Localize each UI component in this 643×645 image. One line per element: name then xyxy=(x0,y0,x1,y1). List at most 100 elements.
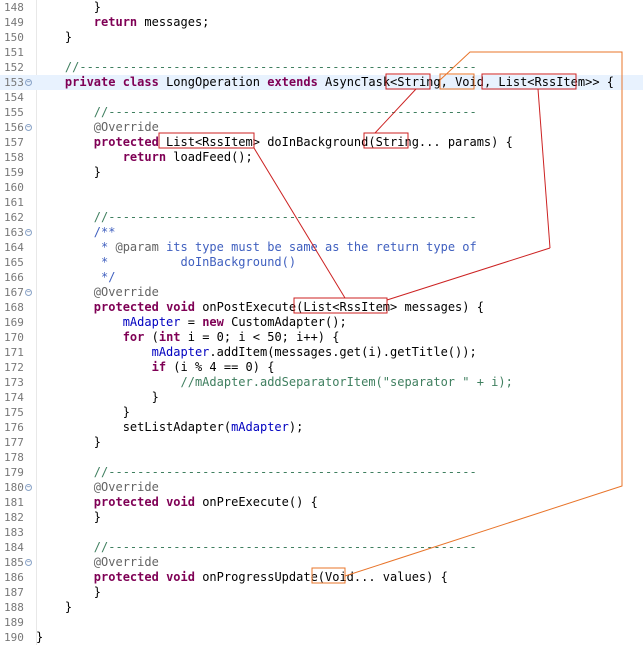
code-token xyxy=(36,120,94,134)
fold-toggle-icon[interactable]: − xyxy=(25,228,32,236)
code-line[interactable]: 152 //----------------------------------… xyxy=(0,60,643,75)
code-line[interactable]: 189 xyxy=(0,615,643,630)
code-token: } xyxy=(36,30,73,44)
code-token xyxy=(36,360,152,374)
code-line[interactable]: 162 //----------------------------------… xyxy=(0,210,643,225)
code-line[interactable]: 156− @Override xyxy=(0,120,643,135)
fold-toggle-icon[interactable]: − xyxy=(25,78,32,86)
code-token xyxy=(36,555,94,569)
code-line[interactable]: 148 } xyxy=(0,0,643,15)
line-number: 155 xyxy=(4,106,24,119)
code-token: ( xyxy=(144,330,159,344)
fold-toggle-icon[interactable]: − xyxy=(25,483,32,491)
code-line[interactable]: 167− @Override xyxy=(0,285,643,300)
line-number: 179 xyxy=(4,466,24,479)
code-line[interactable]: 155 //----------------------------------… xyxy=(0,105,643,120)
fold-toggle-icon[interactable]: − xyxy=(25,558,32,566)
code-text: */ xyxy=(36,270,115,285)
code-token xyxy=(36,315,123,329)
code-text: } xyxy=(36,510,101,525)
code-token: extends xyxy=(267,75,318,89)
code-token: messages; xyxy=(137,15,210,29)
code-line[interactable]: 190} xyxy=(0,630,643,645)
code-token: mAdapter xyxy=(231,420,289,434)
code-token: List<RssItem> doInBackground(String... p… xyxy=(158,135,513,149)
code-token: CustomAdapter(); xyxy=(223,315,347,329)
line-number: 149 xyxy=(4,16,24,29)
code-text: if (i % 4 == 0) { xyxy=(36,360,275,375)
code-token: @Override xyxy=(93,120,159,134)
code-token: mAdapter xyxy=(151,345,210,359)
code-token: //--------------------------------------… xyxy=(36,210,477,224)
code-line[interactable]: 171 mAdapter.addItem(messages.get(i).get… xyxy=(0,345,643,360)
code-text: @Override xyxy=(36,285,159,300)
code-text: } xyxy=(36,405,130,420)
code-line[interactable]: 175 } xyxy=(0,405,643,420)
code-token: private xyxy=(64,75,116,89)
code-line[interactable]: 170 for (int i = 0; i < 50; i++) { xyxy=(0,330,643,345)
code-text: protected void onProgressUpdate(Void... … xyxy=(36,570,448,585)
code-line[interactable]: 183 xyxy=(0,525,643,540)
line-number: 159 xyxy=(4,166,24,179)
code-line[interactable]: 154 xyxy=(0,90,643,105)
code-line[interactable]: 153− private class LongOperation extends… xyxy=(0,75,643,90)
line-number: 154 xyxy=(4,91,24,104)
code-line[interactable]: 150 } xyxy=(0,30,643,45)
code-line[interactable]: 186 protected void onProgressUpdate(Void… xyxy=(0,570,643,585)
code-token xyxy=(36,300,94,314)
code-line[interactable]: 165 * doInBackground() xyxy=(0,255,643,270)
code-line[interactable]: 163− /** xyxy=(0,225,643,240)
code-line[interactable]: 159 } xyxy=(0,165,643,180)
code-line[interactable]: 161 xyxy=(0,195,643,210)
code-line[interactable]: 169 mAdapter = new CustomAdapter(); xyxy=(0,315,643,330)
code-line[interactable]: 160 xyxy=(0,180,643,195)
line-number: 168 xyxy=(4,301,24,314)
line-number: 187 xyxy=(4,586,24,599)
code-line[interactable]: 176 setListAdapter(mAdapter); xyxy=(0,420,643,435)
code-token: int xyxy=(158,330,181,344)
code-line[interactable]: 182 } xyxy=(0,510,643,525)
code-line[interactable]: 187 } xyxy=(0,585,643,600)
code-line[interactable]: 178 xyxy=(0,450,643,465)
code-line[interactable]: 166 */ xyxy=(0,270,643,285)
code-token xyxy=(36,150,123,164)
code-line[interactable]: 172 if (i % 4 == 0) { xyxy=(0,360,643,375)
code-line[interactable]: 157 protected List<RssItem> doInBackgrou… xyxy=(0,135,643,150)
fold-toggle-icon[interactable]: − xyxy=(25,288,32,296)
line-number: 158 xyxy=(4,151,24,164)
code-line[interactable]: 173 //mAdapter.addSeparatorItem("separat… xyxy=(0,375,643,390)
code-text: //--------------------------------------… xyxy=(36,60,477,75)
code-text: protected List<RssItem> doInBackground(S… xyxy=(36,135,513,150)
code-line[interactable]: 177 } xyxy=(0,435,643,450)
code-token: LongOperation xyxy=(158,75,268,89)
code-line[interactable]: 184 //----------------------------------… xyxy=(0,540,643,555)
code-line[interactable]: 174 } xyxy=(0,390,643,405)
code-text: } xyxy=(36,30,72,45)
line-number: 165 xyxy=(4,256,24,269)
code-line[interactable]: 158 return loadFeed(); xyxy=(0,150,643,165)
code-line[interactable]: 151 xyxy=(0,45,643,60)
line-number: 167 xyxy=(4,286,24,299)
code-line[interactable]: 188 } xyxy=(0,600,643,615)
code-line[interactable]: 179 //----------------------------------… xyxy=(0,465,643,480)
code-line[interactable]: 149 return messages; xyxy=(0,15,643,30)
code-line[interactable]: 180− @Override xyxy=(0,480,643,495)
code-token: for xyxy=(122,330,145,344)
line-number: 175 xyxy=(4,406,24,419)
code-token: * xyxy=(36,240,116,254)
code-token: //mAdapter.addSeparatorItem("separator "… xyxy=(36,375,513,389)
code-token: //--------------------------------------… xyxy=(36,105,477,119)
code-token: * doInBackground() xyxy=(36,255,297,269)
fold-toggle-icon[interactable]: − xyxy=(25,123,32,131)
line-number: 164 xyxy=(4,241,24,254)
code-line[interactable]: 164 * @param its type must be same as th… xyxy=(0,240,643,255)
code-text: protected void onPreExecute() { xyxy=(36,495,318,510)
code-line[interactable]: 185− @Override xyxy=(0,555,643,570)
code-line[interactable]: 168 protected void onPostExecute(List<Rs… xyxy=(0,300,643,315)
code-token: } xyxy=(36,600,73,614)
code-line[interactable]: 181 protected void onPreExecute() { xyxy=(0,495,643,510)
code-text: //--------------------------------------… xyxy=(36,105,477,120)
code-text: //--------------------------------------… xyxy=(36,465,477,480)
line-number: 171 xyxy=(4,346,24,359)
